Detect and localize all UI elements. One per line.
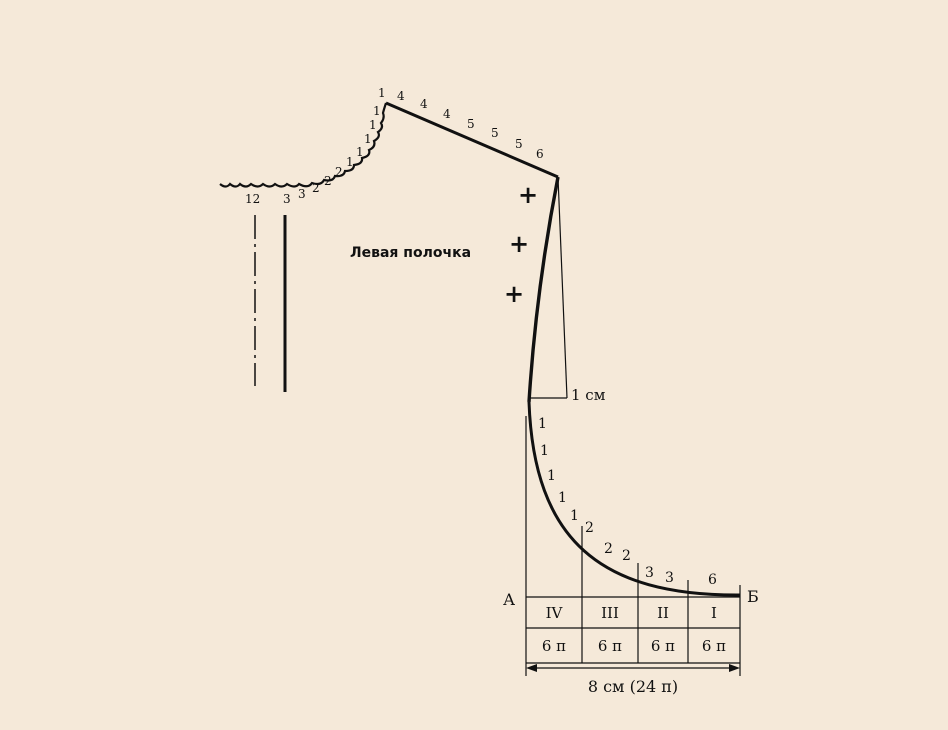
curve-number: 1 xyxy=(540,443,549,459)
total-width-label: 8 см (24 п) xyxy=(588,677,678,696)
point-a: А xyxy=(503,590,515,609)
top-number: 1 xyxy=(378,86,386,100)
point-b: Б xyxy=(747,587,759,606)
curve-number: 1 xyxy=(558,490,567,506)
curve-number: 1 xyxy=(547,468,556,484)
neck-number: 1 xyxy=(356,145,364,159)
curve-number: 1 xyxy=(570,508,579,524)
plus-mark: + xyxy=(504,279,524,308)
section-stitches: 6 п xyxy=(702,637,726,655)
neck-number: 1 xyxy=(346,155,354,169)
plus-mark: + xyxy=(509,229,529,258)
armhole-curve xyxy=(527,176,560,403)
offset-label: 1 см xyxy=(571,386,606,404)
curve-number: 1 xyxy=(538,416,547,432)
neck-number: 1 xyxy=(373,104,381,118)
curve-number: 3 xyxy=(645,565,654,581)
neck-number: 3 xyxy=(298,187,306,201)
shoulder-number: 5 xyxy=(467,117,475,131)
curve-number: 6 xyxy=(708,572,717,588)
curve-number: 2 xyxy=(585,520,594,536)
arrow-right xyxy=(729,664,740,672)
plus-mark: + xyxy=(518,180,538,209)
neck-number: 1 xyxy=(369,118,377,132)
shoulder-number: 5 xyxy=(491,126,499,140)
section-label: I xyxy=(711,604,717,622)
section-stitches: 6 п xyxy=(542,637,566,655)
shoulder-number: 5 xyxy=(515,137,523,151)
shoulder-number: 6 xyxy=(536,147,544,161)
neck-number: 2 xyxy=(335,165,343,179)
neckline-edge xyxy=(219,102,388,188)
section-label: IV xyxy=(546,604,564,622)
arrow-left xyxy=(526,664,537,672)
neck-number: 2 xyxy=(312,181,320,195)
shoulder-line xyxy=(385,101,559,179)
section-label: II xyxy=(657,604,669,622)
neck-number: 2 xyxy=(324,174,332,188)
section-stitches: 6 п xyxy=(651,637,675,655)
section-stitches: 6 п xyxy=(598,637,622,655)
shoulder-number: 4 xyxy=(443,107,451,121)
neck-number: 12 xyxy=(245,192,260,206)
curve-number: 2 xyxy=(622,548,631,564)
armhole-guide xyxy=(557,176,568,399)
shoulder-number: 4 xyxy=(420,97,428,111)
curve-number: 3 xyxy=(665,570,674,586)
shoulder-number: 4 xyxy=(397,89,405,103)
section-label: III xyxy=(601,604,619,622)
diagram-title: Левая полочка xyxy=(350,245,471,261)
neck-number: 3 xyxy=(283,192,291,206)
neck-number: 1 xyxy=(364,132,372,146)
curve-number: 2 xyxy=(604,541,613,557)
